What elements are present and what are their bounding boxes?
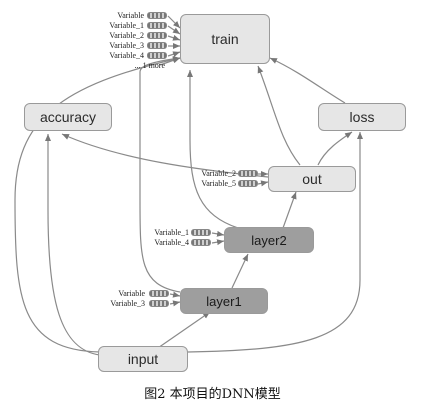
variable-icon bbox=[147, 22, 167, 29]
edge-var-layer2-1 bbox=[211, 239, 225, 246]
layer2-input-label: Variable_4 bbox=[154, 238, 189, 247]
variable-icon bbox=[149, 290, 169, 297]
edge-layer2-train bbox=[187, 70, 239, 229]
variable-icon bbox=[147, 42, 167, 49]
train-input-label: Variable_1 bbox=[109, 21, 144, 30]
train-input-label: Variable bbox=[117, 11, 144, 20]
variable-icon bbox=[238, 180, 258, 187]
node-accuracy[interactable]: accuracy bbox=[24, 103, 112, 131]
node-out[interactable]: out bbox=[268, 166, 356, 192]
variable-icon bbox=[149, 300, 169, 307]
edge-var-layer1-1 bbox=[169, 300, 181, 307]
edge-loss-train bbox=[269, 57, 346, 104]
edge-var-train-4 bbox=[167, 51, 181, 58]
edge-var-train-2 bbox=[167, 34, 181, 41]
edge-out-accuracy bbox=[61, 133, 269, 178]
edge-input-layer1 bbox=[154, 311, 211, 351]
node-loss[interactable]: loss bbox=[318, 103, 406, 131]
layer1-input-label: Variable bbox=[118, 289, 145, 298]
train-more-label: ... 1 more bbox=[134, 61, 165, 70]
layer2-input-label: Variable_1 bbox=[154, 228, 189, 237]
node-train[interactable]: train bbox=[180, 14, 270, 64]
node-layer2[interactable]: layer2 bbox=[224, 227, 314, 253]
figure-caption: 图2 本项目的DNN模型 bbox=[144, 387, 281, 402]
variable-icon bbox=[147, 12, 167, 19]
variable-icon bbox=[191, 229, 211, 236]
edge-out-loss bbox=[317, 131, 353, 166]
edge-layer1-layer2 bbox=[231, 253, 249, 289]
layer1-input-label: Variable_3 bbox=[110, 299, 145, 308]
edge-var-train-5 bbox=[159, 57, 181, 66]
train-input-label: Variable_4 bbox=[109, 51, 144, 60]
variable-icon bbox=[191, 239, 211, 246]
out-input-label: Variable_2 bbox=[201, 169, 236, 178]
edge-layer1-train bbox=[139, 55, 181, 293]
edge-input-accuracy bbox=[45, 134, 101, 356]
train-input-label: Variable_3 bbox=[109, 41, 144, 50]
edge-var-layer2-0 bbox=[211, 230, 225, 237]
edge-var-layer1-0 bbox=[169, 291, 181, 298]
variable-icon bbox=[147, 52, 167, 59]
edge-layer2-out bbox=[282, 191, 297, 229]
node-input[interactable]: input bbox=[98, 346, 188, 372]
out-input-label: Variable_5 bbox=[201, 179, 236, 188]
edge-var-train-0 bbox=[167, 15, 181, 29]
edge-var-out-1 bbox=[257, 180, 269, 187]
edge-input-train bbox=[14, 56, 181, 353]
edge-var-train-1 bbox=[167, 25, 181, 35]
variable-icon bbox=[238, 170, 258, 177]
edge-out-train bbox=[257, 65, 301, 166]
node-layer1[interactable]: layer1 bbox=[180, 288, 268, 314]
variable-icon bbox=[147, 32, 167, 39]
train-input-label: Variable_2 bbox=[109, 31, 144, 40]
edge-input-loss bbox=[187, 132, 363, 353]
